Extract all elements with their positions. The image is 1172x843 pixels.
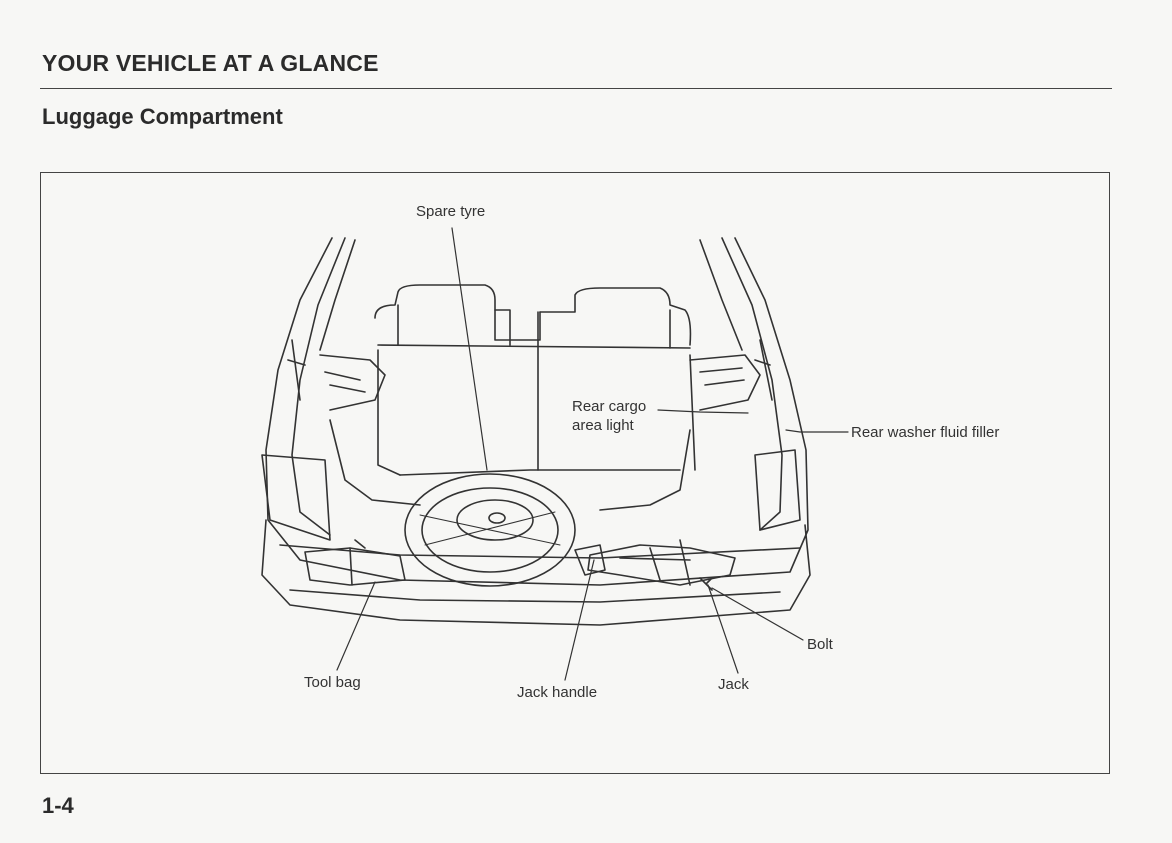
- label-spare-tyre: Spare tyre: [416, 202, 485, 221]
- page-number: 1-4: [42, 793, 74, 819]
- label-jack: Jack: [718, 675, 749, 694]
- tailgate-opening-outline: [266, 238, 808, 585]
- label-rear-washer-fluid-filler: Rear washer fluid filler: [851, 423, 999, 442]
- label-rear-cargo-area-light-line2: area light: [572, 416, 634, 435]
- rear-seat-right: [540, 288, 690, 345]
- label-rear-cargo-area-light-line1: Rear cargo: [572, 397, 646, 416]
- label-bolt: Bolt: [807, 635, 833, 654]
- luggage-floor: [330, 420, 690, 510]
- rear-seat-left: [375, 285, 540, 340]
- jack-shape: [588, 545, 735, 585]
- rear-bumper: [262, 520, 810, 625]
- label-tool-bag: Tool bag: [304, 673, 361, 692]
- label-jack-handle: Jack handle: [517, 683, 597, 702]
- tail-light-right: [755, 450, 800, 530]
